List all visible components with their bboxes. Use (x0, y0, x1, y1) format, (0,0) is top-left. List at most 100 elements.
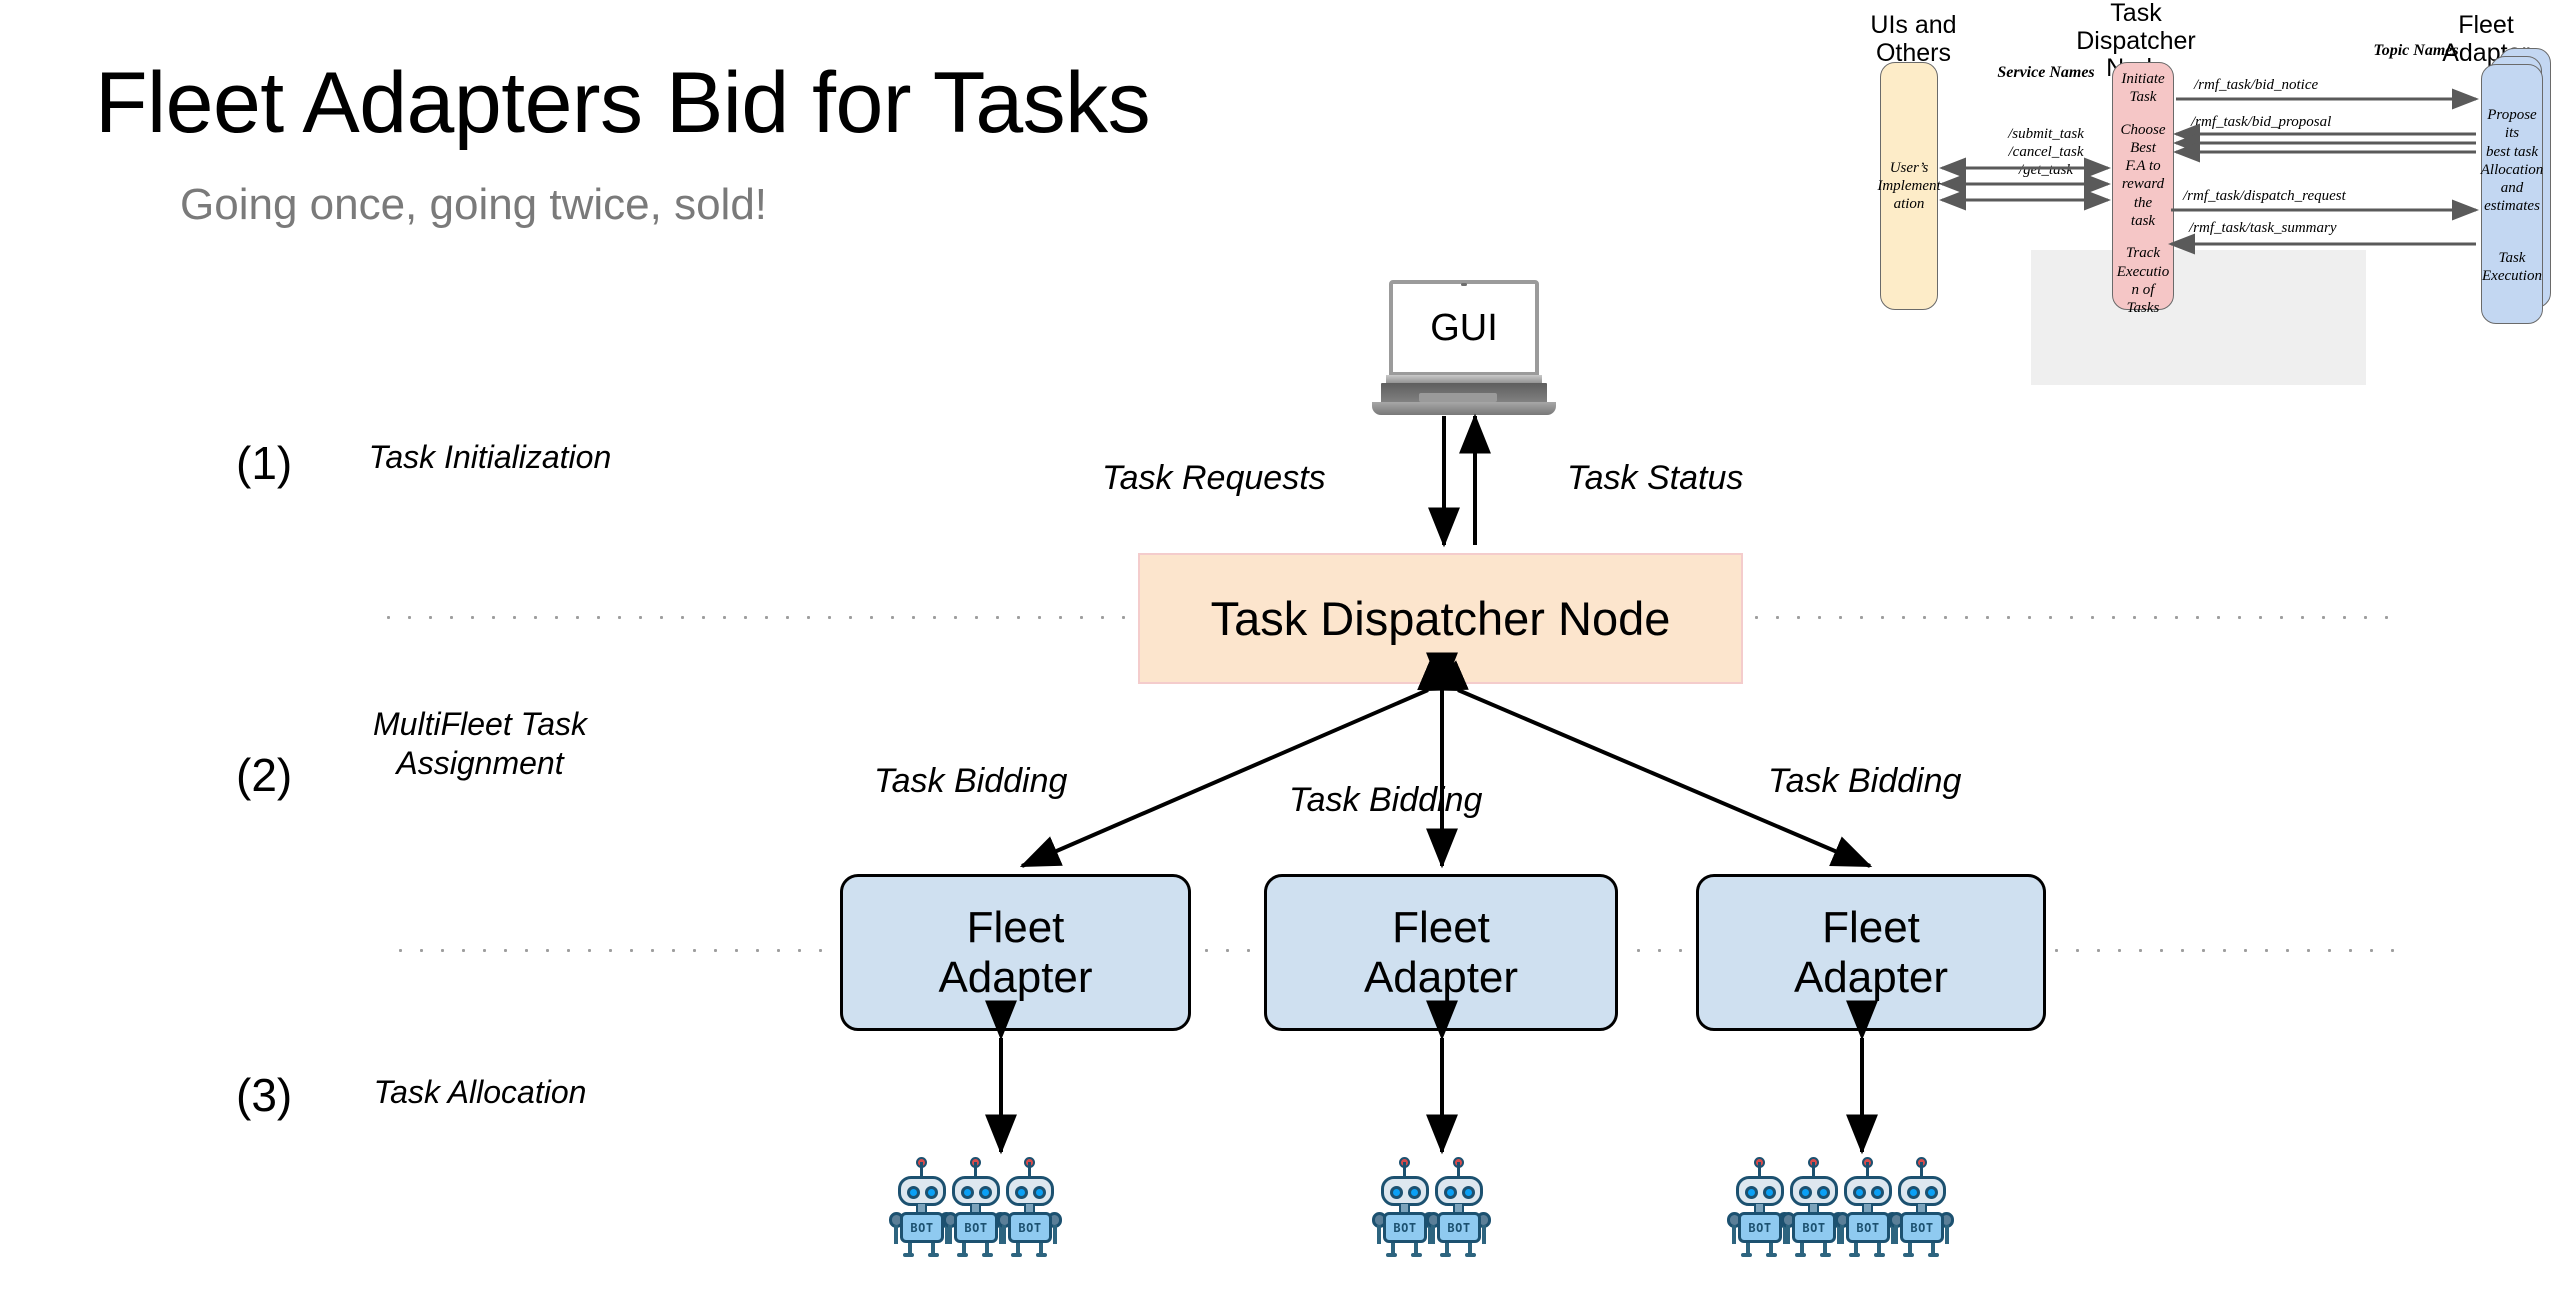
inset-dispatcher-2-1: Executio (2116, 263, 2170, 280)
robot-foot-right (1766, 1253, 1777, 1257)
inset-note-topic-names: Topic Names (2373, 42, 2459, 59)
inset-fleet-0-1: best task (2485, 143, 2539, 160)
fleet-adapter-box-1[interactable]: Fleet Adapter (840, 874, 1191, 1031)
fleet-adapter-1-line1: Fleet (966, 903, 1065, 953)
robot-torso-label: BOT (900, 1212, 944, 1243)
robot-eye-right (925, 1186, 938, 1199)
inset-fleet-1-0: Task (2498, 249, 2526, 266)
robot-arm-left (894, 1225, 898, 1244)
robot-icon: BOT (997, 1157, 1062, 1257)
inset-dispatcher-section-initiate: Initiate Task (2121, 70, 2164, 107)
robot-leg-right (985, 1242, 989, 1256)
robot-foot-left (1903, 1253, 1914, 1257)
robot-neck (1808, 1204, 1819, 1213)
inset-column-fleet-adapter[interactable]: Propose its best task Allocation and est… (2481, 64, 2543, 324)
inset-column-dispatcher[interactable]: Initiate Task Choose Best F.A to reward … (2112, 62, 2174, 316)
inset-dispatcher-0-1: Task (2129, 89, 2157, 106)
inset-dispatcher-1-0: Choose Best (2120, 121, 2166, 156)
robot-eye-left (907, 1186, 920, 1199)
robot-head (1381, 1176, 1429, 1206)
step-number-3: (3) (236, 1069, 293, 1121)
robot-neck (1862, 1204, 1873, 1213)
robot-foot-left (1440, 1253, 1451, 1257)
inset-fleet-0-2: Allocation (2480, 161, 2544, 178)
step-number-2: (2) (236, 749, 293, 801)
inset-uis-line-2: Implement (1877, 177, 1941, 194)
robot-foot-right (982, 1253, 993, 1257)
robot-head (1790, 1176, 1838, 1206)
task-dispatcher-node-box[interactable]: Task Dispatcher Node (1138, 553, 1743, 684)
robot-antenna-icon (1920, 1162, 1923, 1178)
robot-leg-right (1823, 1242, 1827, 1256)
robot-eye-right (1763, 1186, 1776, 1199)
robot-eye-right (1462, 1186, 1475, 1199)
flow-label-task-requests: Task Requests (1102, 459, 1326, 497)
robot-leg-left (1854, 1242, 1858, 1256)
robot-eye-left (1745, 1186, 1758, 1199)
inset-fleet-section-execution: Task Execution (2482, 249, 2542, 286)
fleet-adapter-box-3[interactable]: Fleet Adapter (1696, 874, 2046, 1031)
laptop-hinge (1386, 375, 1542, 384)
inset-dispatcher-2-0: Track (2125, 245, 2161, 262)
inset-shaded-region (2031, 250, 2366, 385)
inset-dispatcher-2-3: Tasks (2126, 300, 2160, 317)
robot-arm-left (1377, 1225, 1381, 1244)
inset-heading-uis: UIs and Others (1870, 11, 1957, 67)
fleet-adapter-2-line2: Adapter (1363, 952, 1519, 1002)
robot-foot-right (1928, 1253, 1939, 1257)
robot-antenna-icon (1812, 1162, 1815, 1178)
robot-arm-left (1894, 1225, 1898, 1244)
fleet-adapter-2-line1: Fleet (1392, 903, 1490, 953)
robot-foot-right (1465, 1253, 1476, 1257)
robot-torso-label: BOT (1437, 1212, 1481, 1243)
inset-uis-line-1: User’s (1889, 159, 1929, 176)
robot-foot-left (903, 1253, 914, 1257)
laptop-base (1372, 402, 1556, 415)
robot-foot-left (1795, 1253, 1806, 1257)
flow-label-task-status: Task Status (1567, 459, 1744, 497)
robot-leg-left (962, 1242, 966, 1256)
robot-arm-right (999, 1225, 1003, 1244)
robot-eye-left (1015, 1186, 1028, 1199)
robot-antenna-icon (920, 1162, 923, 1178)
inset-fleet-1-1: Execution (2482, 268, 2542, 285)
robot-arm-right (1945, 1225, 1949, 1244)
robot-eye-right (1925, 1186, 1938, 1199)
laptop-screen: GUI (1389, 280, 1539, 376)
robot-antenna-icon (1028, 1162, 1031, 1178)
inset-topic-bid-proposal: /rmf_task/bid_proposal (2191, 114, 2332, 130)
inset-topic-task-summary: /rmf_task/task_summary (2189, 220, 2337, 236)
robot-head (1736, 1176, 1784, 1206)
robot-eye-left (1853, 1186, 1866, 1199)
robot-leg-left (1800, 1242, 1804, 1256)
robot-neck (1453, 1204, 1464, 1213)
robot-leg-left (1445, 1242, 1449, 1256)
robot-arm-left (1840, 1225, 1844, 1244)
robot-foot-left (957, 1253, 968, 1257)
fleet-adapter-3-line2: Adapter (1793, 952, 1949, 1002)
robot-eye-left (1390, 1186, 1403, 1199)
robot-foot-right (1820, 1253, 1831, 1257)
robot-foot-right (1874, 1253, 1885, 1257)
inset-fleet-section-propose: Propose its best task Allocation and est… (2481, 106, 2544, 216)
robot-neck (1916, 1204, 1927, 1213)
robot-foot-left (1849, 1253, 1860, 1257)
robot-head (952, 1176, 1000, 1206)
divider-band-1-right (1746, 615, 2396, 620)
robot-foot-left (1011, 1253, 1022, 1257)
robot-head (898, 1176, 946, 1206)
fleet-adapter-3-line1: Fleet (1822, 903, 1920, 953)
robot-torso-label: BOT (1738, 1212, 1782, 1243)
robot-eye-right (979, 1186, 992, 1199)
robot-arm-left (1732, 1225, 1736, 1244)
inset-column-uis[interactable]: User’s Implement ation (1877, 62, 1941, 310)
fleet-adapter-box-2[interactable]: Fleet Adapter (1264, 874, 1618, 1031)
robot-antenna-icon (974, 1162, 977, 1178)
robot-arm-right (945, 1225, 949, 1244)
robot-leg-right (1414, 1242, 1418, 1256)
inset-dispatcher-section-track: Track Executio n of Tasks (2117, 244, 2169, 317)
robot-leg-left (1746, 1242, 1750, 1256)
robot-eye-right (1817, 1186, 1830, 1199)
robot-torso-label: BOT (1900, 1212, 1944, 1243)
robot-icon: BOT (1727, 1157, 1792, 1257)
